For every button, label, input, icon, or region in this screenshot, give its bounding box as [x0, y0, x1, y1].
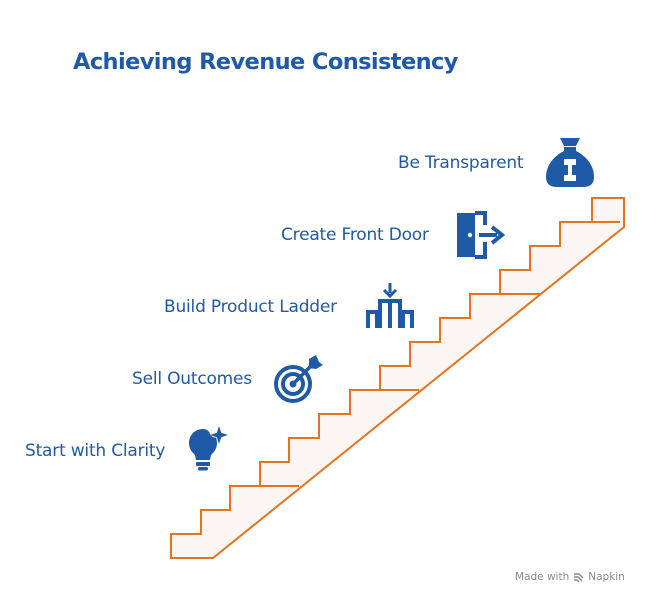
- staircase-fill: [171, 198, 624, 558]
- step-label-3: Build Product Ladder: [164, 297, 337, 317]
- step-label-1: Start with Clarity: [25, 441, 166, 461]
- made-with-text: Made with: [515, 571, 570, 583]
- staircase-outline: [170, 197, 625, 559]
- step-label-2: Sell Outcomes: [132, 369, 252, 389]
- napkin-logo-icon: [574, 572, 584, 582]
- door-exit-icon: [457, 211, 506, 259]
- diagram-title: Achieving Revenue Consistency: [73, 49, 458, 75]
- brand-name: Napkin: [588, 571, 625, 583]
- lightbulb-sparkle-icon: [189, 426, 228, 471]
- target-arrow-icon: [274, 355, 323, 403]
- branding: Made with Napkin: [515, 571, 625, 583]
- ladder-pillars-icon: [366, 283, 414, 328]
- money-bag-icon: [546, 138, 594, 187]
- step-label-4: Create Front Door: [281, 225, 429, 245]
- step-label-5: Be Transparent: [398, 153, 524, 173]
